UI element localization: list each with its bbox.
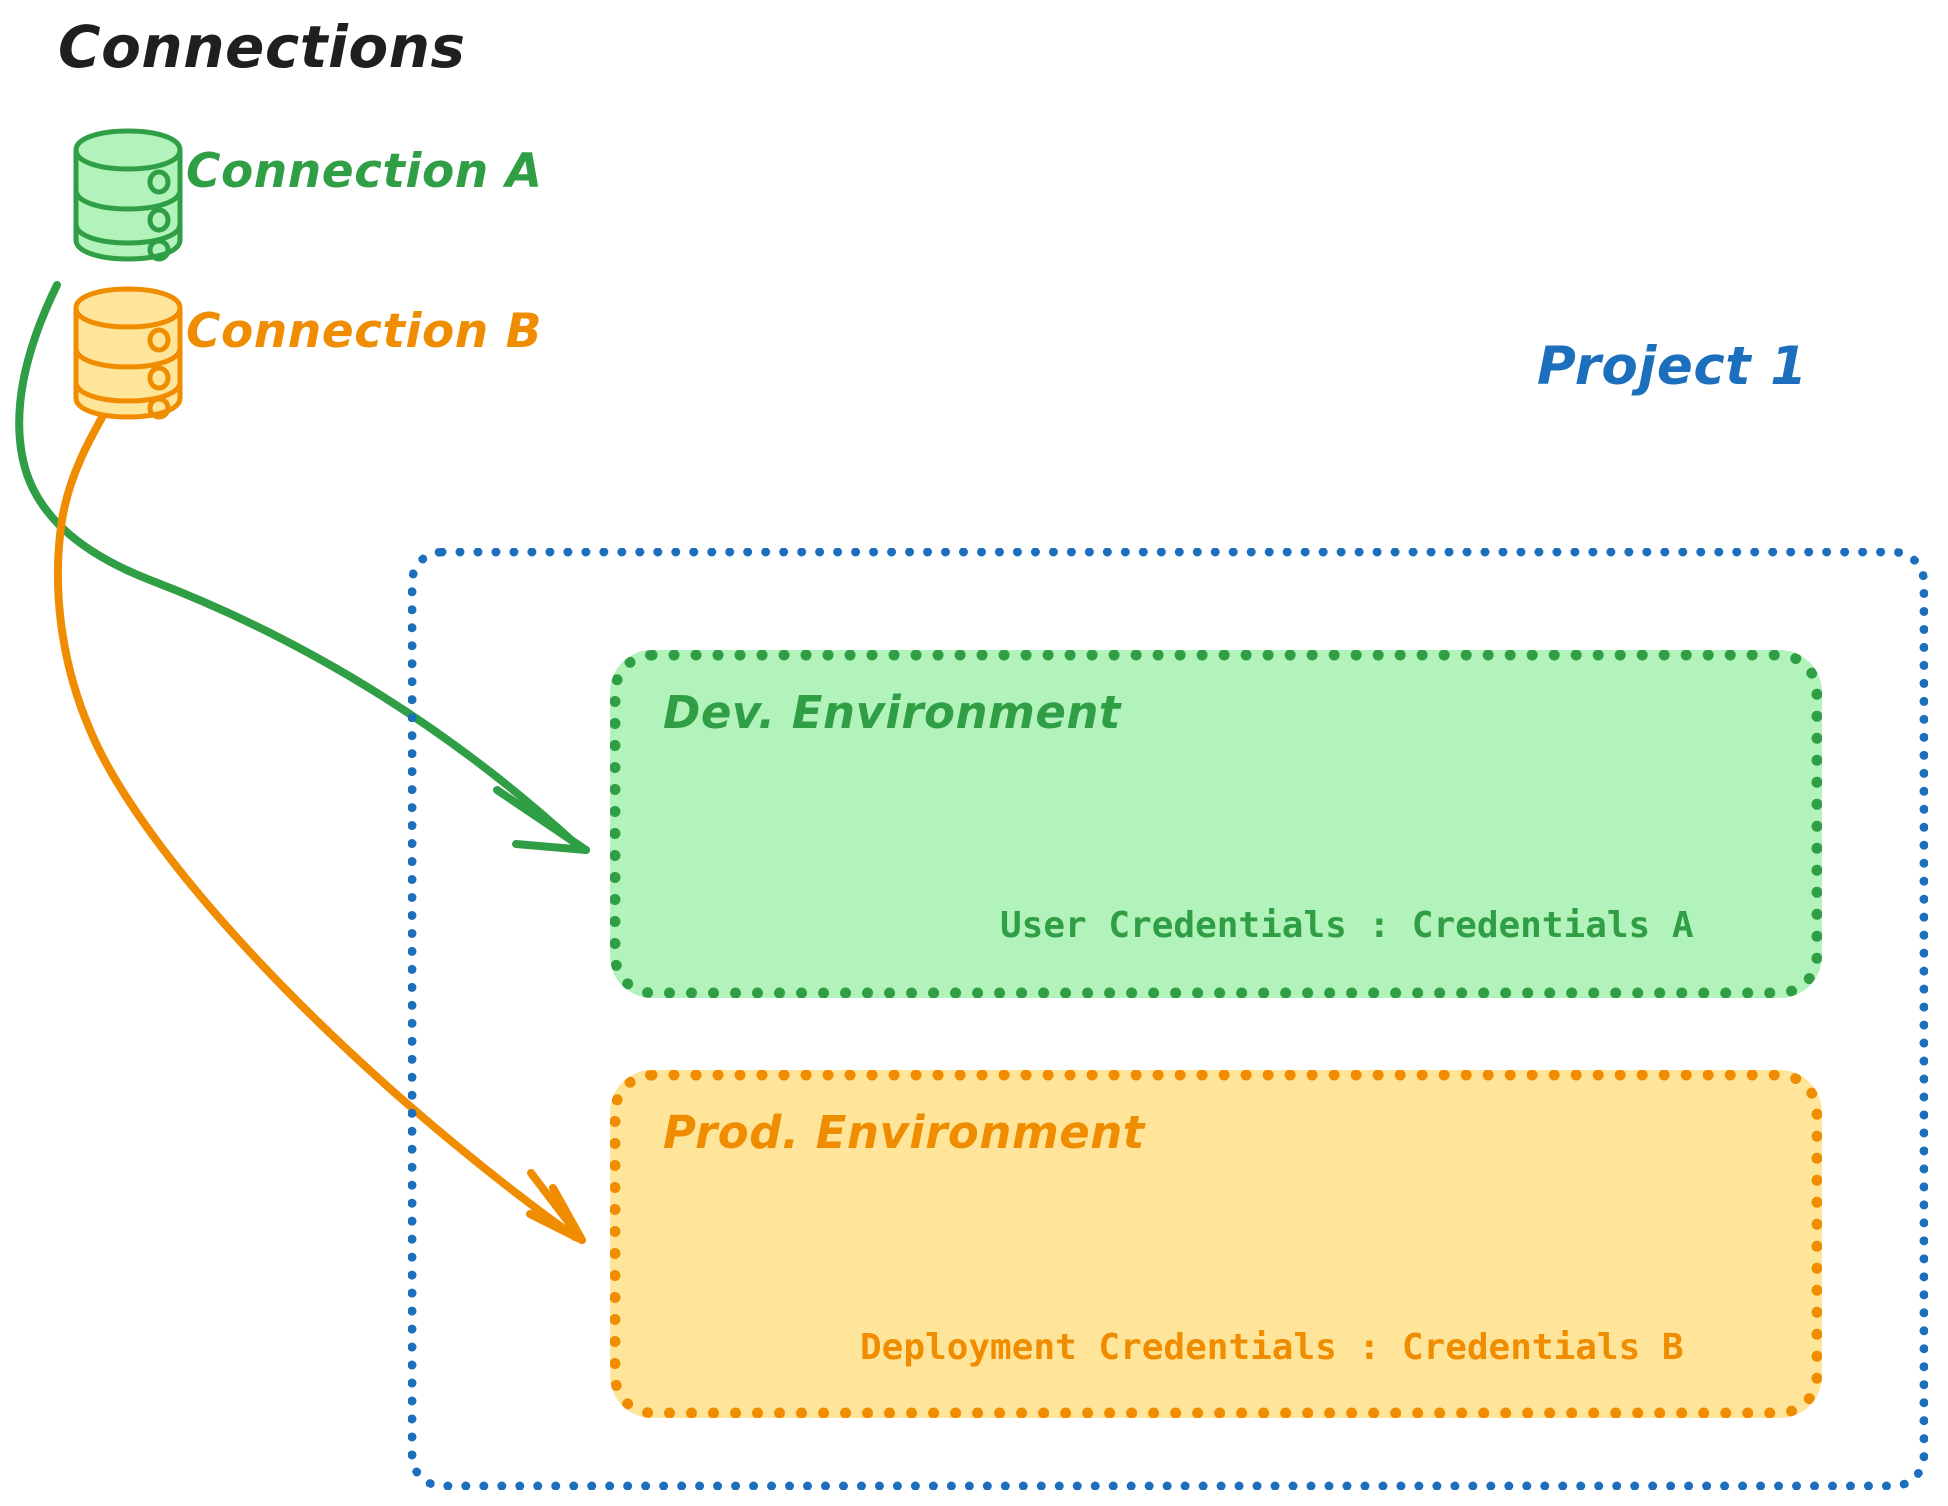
project-title: Project 1	[1537, 336, 1808, 397]
database-icon-connection-b	[73, 286, 183, 420]
page-title: Connections	[58, 13, 466, 81]
connection-a-label: Connection A	[186, 144, 543, 199]
connection-b-label: Connection B	[186, 304, 542, 359]
prod-environment-box	[610, 1070, 1822, 1418]
prod-environment-title: Prod. Environment	[663, 1106, 1145, 1159]
project-container	[408, 548, 1928, 1490]
dev-environment-credentials: User Credentials : Credentials A	[1000, 905, 1694, 946]
database-icon-connection-a	[73, 128, 183, 262]
dev-environment-box	[610, 650, 1822, 998]
prod-environment-credentials: Deployment Credentials : Credentials B	[860, 1327, 1684, 1368]
dev-environment-title: Dev. Environment	[663, 686, 1121, 739]
